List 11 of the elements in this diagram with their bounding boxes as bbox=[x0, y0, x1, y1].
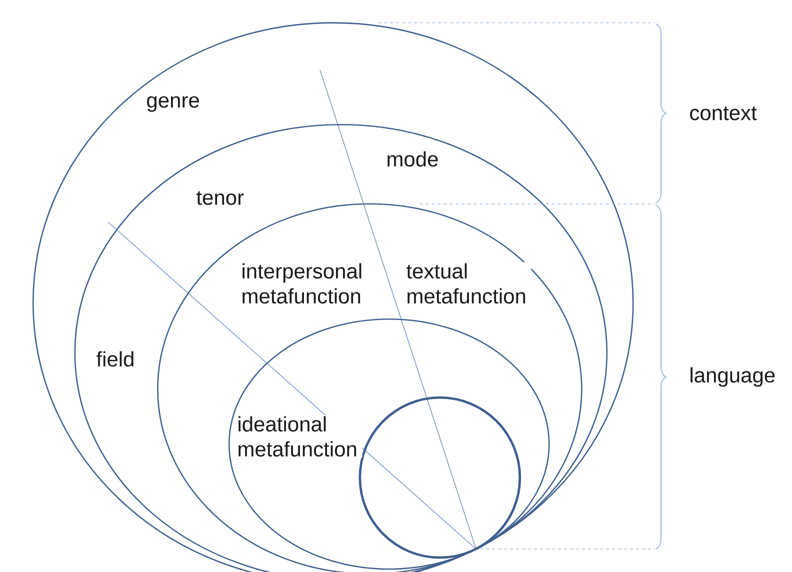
ring-label: interpersonal metafunction bbox=[240, 262, 366, 305]
ring-label: genre bbox=[145, 95, 201, 113]
circle bbox=[358, 396, 522, 559]
nested-ellipse bbox=[228, 318, 550, 570]
bracket-label: context bbox=[690, 106, 757, 120]
bracket-label: language bbox=[690, 367, 775, 387]
ring-label: field bbox=[95, 350, 136, 368]
ring-label: tenor bbox=[195, 190, 246, 206]
ring-label: textual metafunction bbox=[405, 262, 532, 305]
ring-label: ideational metafunction bbox=[236, 415, 362, 458]
ring-label: mode bbox=[385, 150, 440, 168]
